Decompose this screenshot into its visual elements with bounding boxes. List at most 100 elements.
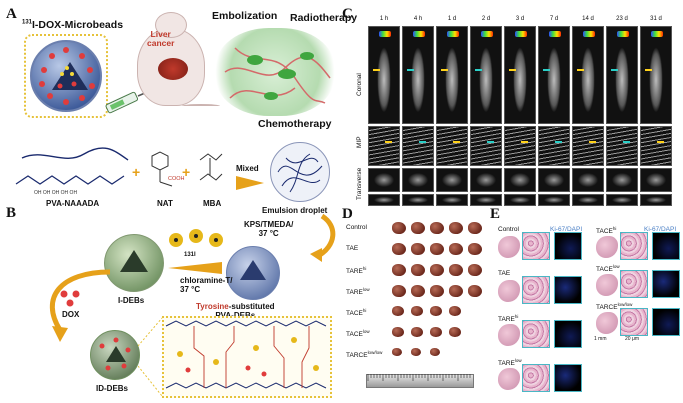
histology-group-label: TACEhi: [596, 226, 617, 236]
histology-group-label: TACElow: [596, 264, 620, 274]
arrow-marker-icon: [487, 141, 494, 143]
plus-sign-1: +: [132, 164, 141, 180]
pva-chain-icon: OH OH OH OH OH: [15, 147, 129, 196]
histology-group-label: TARCElow/low: [596, 302, 633, 312]
mba-structure-icon: [199, 153, 223, 181]
emulsion-droplet: [270, 142, 330, 202]
i-deb-triangle-icon: [120, 250, 148, 272]
hotspot-icon: [413, 31, 425, 37]
radioactive-icons: [169, 229, 223, 247]
arrow-marker-icon: [645, 69, 652, 71]
tumor-group-label: TARElow: [346, 287, 370, 297]
tyrosine-label: Tyrosine: [196, 302, 229, 311]
tumor-sample: [430, 306, 442, 316]
scan-cell: [436, 168, 468, 192]
substituted-label: -substituted PVA-DEBs: [215, 302, 275, 320]
scan-cell: [436, 26, 468, 124]
hotspot-icon: [447, 31, 459, 37]
row-label-mip: MIP: [356, 136, 363, 148]
fluorescence-image: [554, 320, 582, 348]
scan-cell: [640, 168, 672, 192]
scan-cell: [572, 168, 604, 192]
nat-structure-icon: [151, 151, 173, 187]
organ-section: [596, 274, 618, 296]
scan-cell: [436, 194, 468, 206]
panel-a-label: A: [6, 6, 17, 22]
id-debs-label: ID-DEBs: [96, 384, 129, 393]
organ-section: [498, 368, 520, 390]
scan-cell: [606, 126, 638, 166]
tumor-sample: [392, 306, 404, 316]
histology-group-label: TARElow: [498, 358, 522, 368]
scan-cell: [504, 26, 536, 124]
arrow-marker-icon: [589, 141, 596, 143]
ki67-label-left: Ki-67/DAPI: [550, 226, 583, 233]
fluorescence-image: [554, 364, 582, 392]
tumor-sample: [468, 222, 482, 234]
scan-cell: [368, 194, 400, 206]
scan-cell: [538, 26, 570, 124]
tumor-group-label: TACEhi: [346, 308, 367, 318]
tyrosine-line: Tyrosine-substituted PVA-DEBs: [196, 302, 275, 320]
tumor-group-label: TACElow: [346, 329, 370, 339]
scan-cell: [606, 194, 638, 206]
timepoint-3: 1 d: [447, 16, 457, 22]
he-micrograph: [522, 364, 550, 392]
scan-cell: [572, 194, 604, 206]
timepoint-8: 23 d: [616, 16, 628, 22]
scan-cell: [470, 194, 502, 206]
scan-cell: [606, 26, 638, 124]
he-micrograph: [620, 270, 648, 298]
timepoint-7: 14 d: [582, 16, 594, 22]
arrow-marker-icon: [555, 141, 562, 143]
row-label-coronal: Coronal: [356, 73, 363, 96]
microbeads-title-text: I-DOX-Microbeads: [32, 19, 124, 31]
row-label-transverse: Transverse: [356, 167, 363, 200]
tumor-sample: [468, 264, 482, 276]
tumor-sample: [411, 327, 423, 337]
tumor-grid: [392, 222, 492, 372]
ki67-label-right: Ki-67/DAPI: [644, 226, 677, 233]
scan-cell: [402, 26, 434, 124]
mba-label: MBA: [203, 199, 222, 208]
tumor-sample: [392, 222, 406, 234]
crosslink-structure: [165, 320, 327, 389]
hotspot-icon: [583, 31, 595, 37]
histology-group-label: TAREhi: [498, 314, 519, 324]
he-micrograph: [620, 232, 648, 260]
timepoint-1: 1 h: [379, 16, 389, 22]
scan-cell: [538, 194, 570, 206]
fluorescence-image: [554, 276, 582, 304]
arrow-marker-icon: [657, 141, 664, 143]
organ-section: [498, 324, 520, 346]
tumor-sample: [411, 348, 421, 356]
fluorescence-image: [554, 232, 582, 260]
mixed-arrow-icon: [236, 176, 264, 190]
microbead-zoom-box: [24, 34, 108, 118]
scan-cell: [368, 126, 400, 166]
scan-cell: [470, 126, 502, 166]
ruler-ticks: [367, 374, 471, 381]
tumor-sample: [449, 306, 461, 316]
tumor-group-label: TAREhi: [346, 266, 367, 276]
mouse-tail: [182, 104, 220, 108]
tumor-sample: [468, 243, 482, 255]
tumor-group-label: Control: [346, 224, 367, 231]
bead-dots: [39, 47, 95, 105]
hotspot-icon: [651, 31, 663, 37]
scan-cell: [640, 26, 672, 124]
structure-zoom-box: [162, 316, 332, 398]
tumor-sample: [411, 243, 425, 255]
cooh-label: COOH: [168, 176, 185, 182]
arrow-marker-icon: [521, 141, 528, 143]
scan-cell: [572, 126, 604, 166]
chemotherapy-label: Chemotherapy: [258, 118, 332, 130]
timepoint-2: 4 h: [413, 16, 423, 22]
arrow-marker-icon: [385, 141, 392, 143]
isotope-sup: 131: [22, 19, 33, 26]
liver-tumor: [158, 58, 188, 80]
scan-cell: [504, 126, 536, 166]
mixed-label: Mixed: [236, 164, 259, 173]
tumor-sample: [392, 285, 406, 297]
